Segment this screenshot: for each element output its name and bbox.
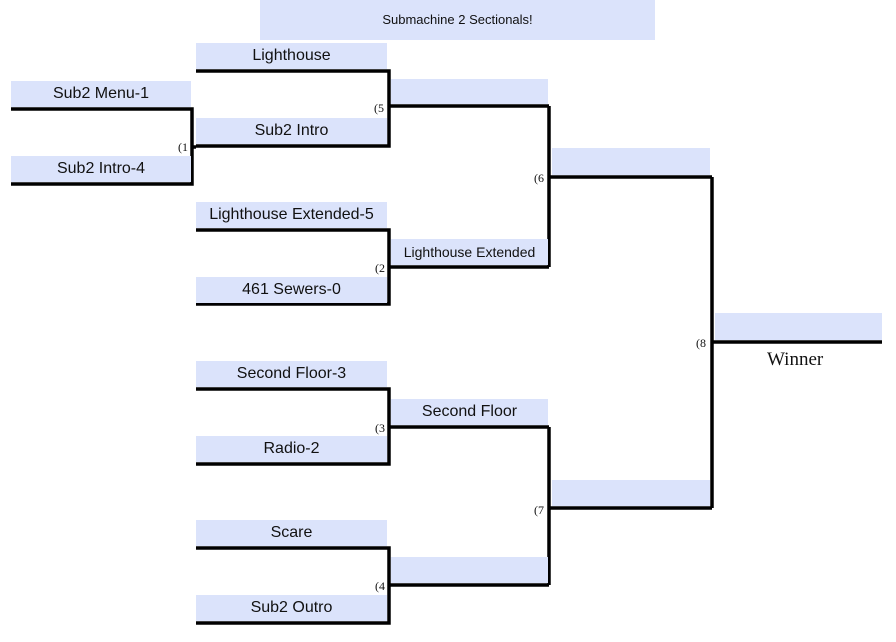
slot-winner <box>715 313 882 340</box>
winner-label: Winner <box>767 349 824 370</box>
slot-second-floor-r1: Second Floor-3 <box>196 361 387 387</box>
match-number-4: (4 <box>375 579 385 593</box>
slot-radio: Radio-2 <box>196 436 387 462</box>
slot-lighthouse: Lighthouse <box>196 43 387 69</box>
slot-461-sewers: 461 Sewers-0 <box>196 277 387 303</box>
slot-sub2-intro-r1: Sub2 Intro-4 <box>11 156 191 182</box>
match-number-1: (1 <box>178 140 188 154</box>
match-number-2: (2 <box>375 261 385 275</box>
bracket-title: Submachine 2 Sectionals! <box>260 0 655 40</box>
slot-match5-winner <box>391 79 548 104</box>
slot-sub2-menu: Sub2 Menu-1 <box>11 81 191 107</box>
bracket-line <box>196 69 391 148</box>
slot-lighthouse-extended: Lighthouse Extended <box>391 239 548 265</box>
match-number-5: (5 <box>374 101 384 115</box>
slot-lighthouse-extended-r1: Lighthouse Extended-5 <box>196 202 387 228</box>
match-number-3: (3 <box>375 421 385 435</box>
slot-second-floor: Second Floor <box>391 399 548 425</box>
match-number-8: (8 <box>696 336 706 350</box>
slot-match4-winner <box>391 557 548 583</box>
match-number-6: (6 <box>534 171 544 185</box>
slot-scare: Scare <box>196 520 387 546</box>
slot-match6-winner <box>552 148 710 175</box>
slot-match7-winner <box>552 480 710 506</box>
slot-sub2-outro: Sub2 Outro <box>196 595 387 621</box>
match-number-7: (7 <box>534 503 544 517</box>
slot-sub2-intro: Sub2 Intro <box>196 118 387 144</box>
